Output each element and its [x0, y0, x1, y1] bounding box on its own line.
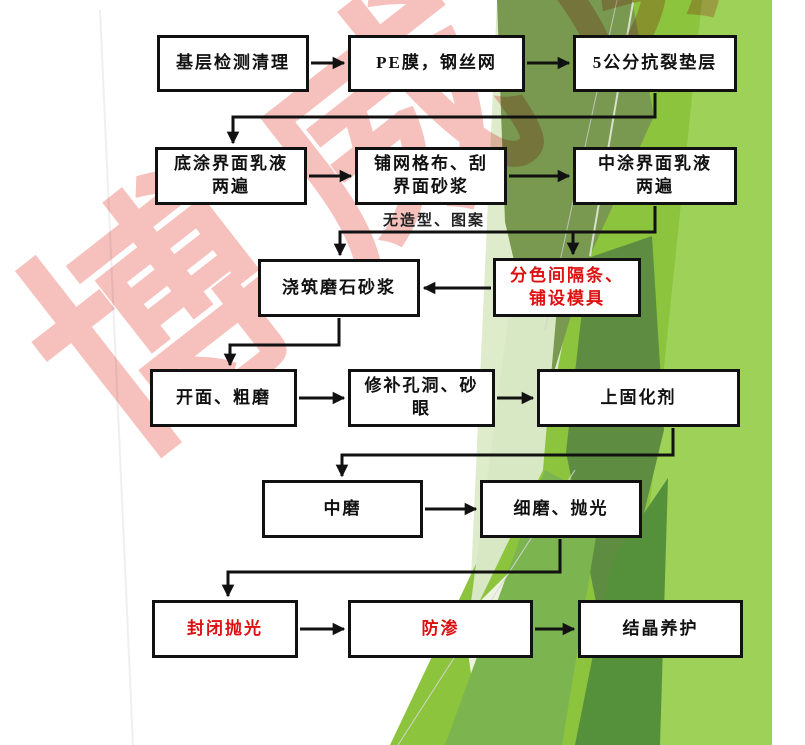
box-fine-grind-polish: 细磨、抛光 — [480, 480, 642, 538]
box-primer-emulsion: 底涂界面乳液 两遍 — [155, 147, 307, 205]
elbow-r2-to-pour — [333, 206, 657, 257]
box-color-divider-strip: 分色间隔条、 铺设模具 — [493, 258, 641, 317]
box-base-layer-inspection: 基层检测清理 — [157, 35, 309, 92]
box-pour-terrazzo-mortar: 浇筑磨石砂浆 — [258, 259, 420, 317]
box-apply-hardener: 上固化剂 — [537, 369, 740, 427]
box-repair-holes: 修补孔洞、砂 眼 — [348, 369, 495, 427]
box-crystal-curing: 结晶养护 — [578, 600, 743, 658]
box-anticrack-cushion: 5公分抗裂垫层 — [573, 35, 737, 92]
slide-edge-faint-line — [99, 9, 134, 745]
box-mid-grind: 中磨 — [262, 480, 423, 538]
note-no-pattern: 无造型、图案 — [383, 213, 486, 229]
elbow-r4-to-r5 — [335, 428, 675, 478]
box-seal-polish: 封闭抛光 — [152, 600, 298, 658]
elbow-pour-to-r4 — [223, 318, 341, 367]
box-pe-film-wire-mesh: PE膜，钢丝网 — [348, 35, 525, 92]
elbow-r1-to-r2 — [226, 93, 657, 145]
box-open-rough-grind: 开面、粗磨 — [150, 369, 297, 427]
box-mid-coat-emulsion: 中涂界面乳液 两遍 — [573, 147, 737, 205]
box-mesh-cloth-mortar: 铺网格布、刮 界面砂浆 — [355, 147, 507, 205]
box-anti-seepage: 防渗 — [348, 600, 533, 658]
facet-pale-wedge — [468, 295, 558, 625]
elbow-r5-to-r6 — [221, 539, 562, 598]
